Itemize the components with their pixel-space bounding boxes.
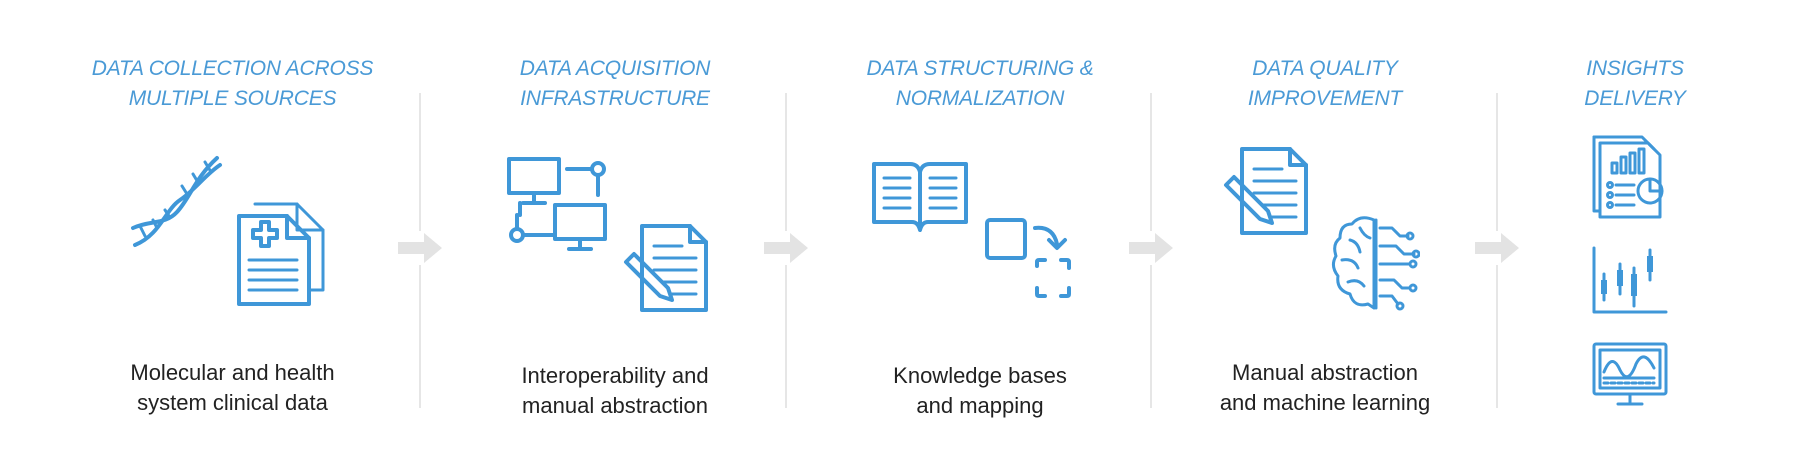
- stage-title-line-2: IMPROVEMENT: [1247, 87, 1403, 110]
- network-computers-icon: [505, 155, 610, 260]
- document-edit-icon: [620, 222, 710, 319]
- square-transform-icon: [983, 216, 1083, 319]
- stage-title: DATA QUALITY IMPROVEMENT: [1165, 54, 1485, 114]
- stage-title-line-2: DELIVERY: [1584, 87, 1686, 110]
- stage-title-line-2: INFRASTRUCTURE: [520, 87, 710, 110]
- stage-title: DATA STRUCTURING & NORMALIZATION: [820, 54, 1140, 114]
- dna-icon: [125, 150, 230, 265]
- stage-data-collection: DATA COLLECTION ACROSS MULTIPLE SOURCES …: [60, 0, 405, 465]
- flow-arrow-icon: [1127, 231, 1175, 265]
- flow-arrow-icon: [762, 231, 810, 265]
- stage-title-line-1: INSIGHTS: [1586, 57, 1684, 80]
- stage-desc-line-1: Manual abstraction: [1232, 360, 1418, 385]
- stage-title-line-1: DATA ACQUISITION: [519, 57, 711, 80]
- stage-description: Molecular and health system clinical dat…: [60, 358, 405, 418]
- stage-title-line-2: MULTIPLE SOURCES: [128, 87, 337, 110]
- stage-data-acquisition: DATA ACQUISITION INFRASTRUCTURE Interope…: [455, 0, 775, 465]
- stage-desc-line-2: and machine learning: [1219, 390, 1431, 415]
- brain-circuit-icon: [1330, 212, 1421, 322]
- stage-desc-line-1: Knowledge bases: [893, 363, 1067, 388]
- monitor-chart-icon: [1590, 340, 1670, 417]
- flow-arrow-icon: [396, 231, 444, 265]
- stage-data-structuring: DATA STRUCTURING & NORMALIZATION Knowled…: [820, 0, 1140, 465]
- stage-title: INSIGHTS DELIVERY: [1535, 54, 1735, 114]
- flow-arrow-icon: [1473, 231, 1521, 265]
- candlestick-chart-icon: [1590, 244, 1670, 321]
- open-book-icon: [870, 158, 970, 239]
- stage-title-line-1: DATA STRUCTURING &: [866, 57, 1094, 80]
- stage-title: DATA COLLECTION ACROSS MULTIPLE SOURCES: [60, 54, 405, 114]
- stage-desc-line-1: Interoperability and: [521, 363, 709, 388]
- stage-title-line-1: DATA COLLECTION ACROSS: [91, 57, 374, 80]
- report-chart-icon: [1590, 133, 1670, 226]
- stage-title: DATA ACQUISITION INFRASTRUCTURE: [455, 54, 775, 114]
- stage-data-quality: DATA QUALITY IMPROVEMENT Manual abstract…: [1165, 0, 1485, 465]
- stage-desc-line-2: system clinical data: [137, 390, 328, 415]
- stage-title-line-1: DATA QUALITY: [1252, 57, 1398, 80]
- stage-description: Knowledge bases and mapping: [820, 361, 1140, 421]
- stage-desc-line-2: manual abstraction: [522, 393, 708, 418]
- stage-insights-delivery: INSIGHTS DELIVERY: [1535, 0, 1735, 465]
- medical-document-icon: [235, 200, 330, 315]
- stage-title-line-2: NORMALIZATION: [895, 87, 1065, 110]
- stage-desc-line-1: Molecular and health: [130, 360, 335, 385]
- stage-description: Manual abstraction and machine learning: [1165, 358, 1485, 418]
- stage-description: Interoperability and manual abstraction: [455, 361, 775, 421]
- document-edit-icon: [1220, 145, 1310, 242]
- stage-desc-line-2: and mapping: [916, 393, 1044, 418]
